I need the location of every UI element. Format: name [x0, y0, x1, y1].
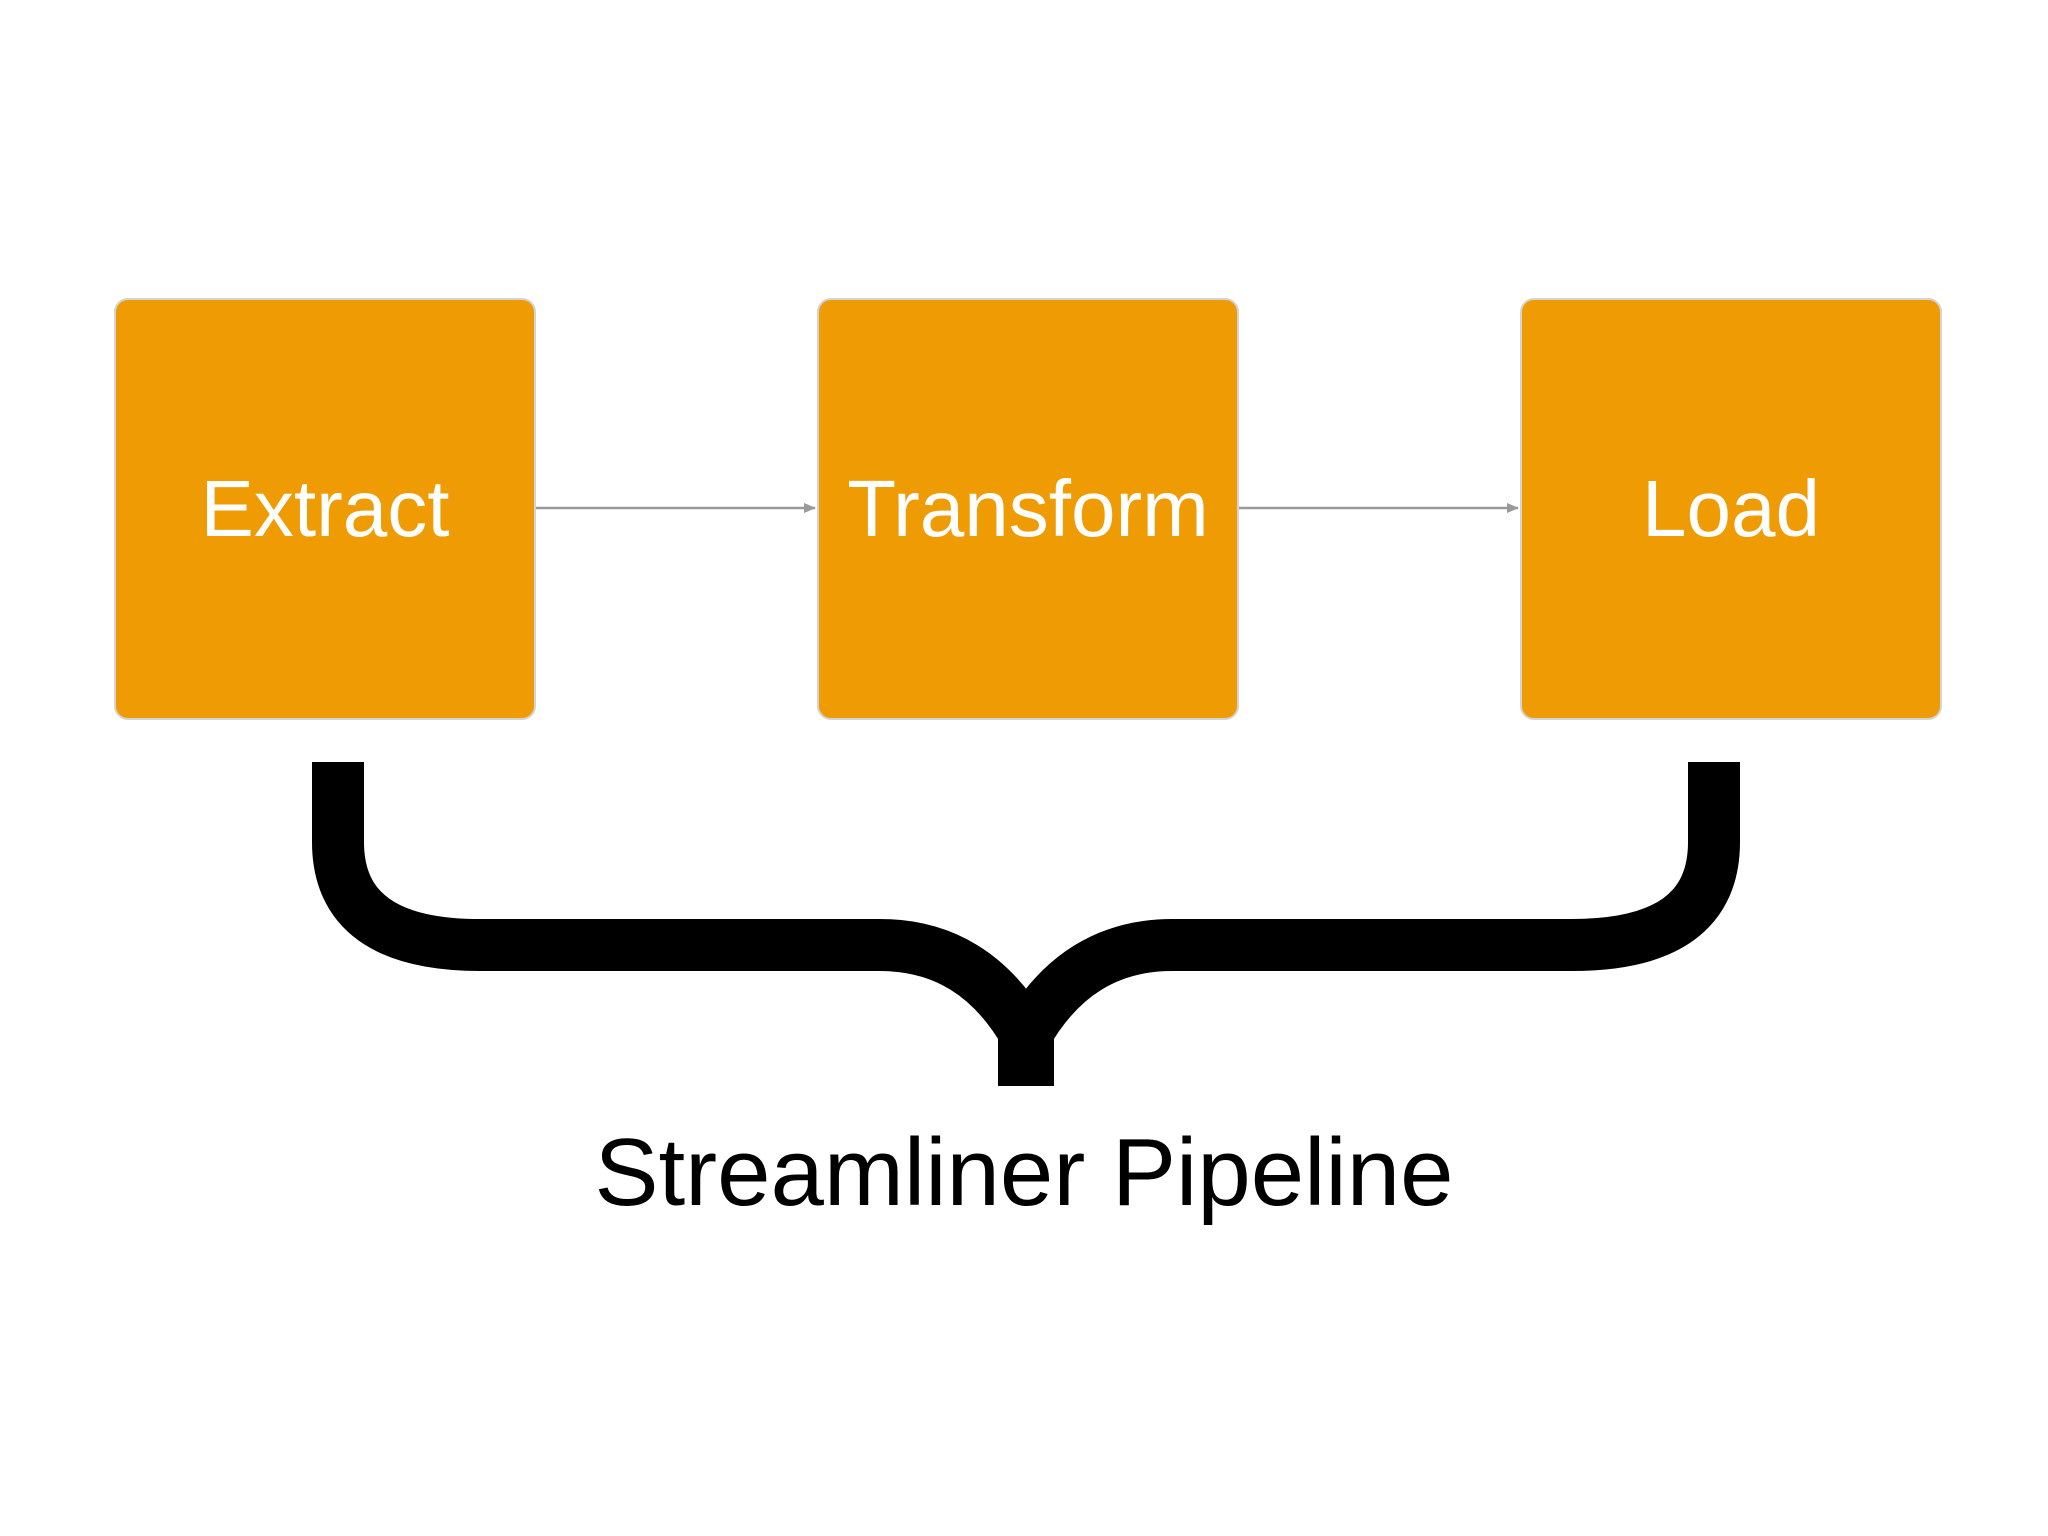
pipeline-caption: Streamliner Pipeline	[594, 1119, 1454, 1226]
load-node: Load	[1520, 298, 1942, 720]
load-label: Load	[1642, 464, 1820, 553]
transform-node: Transform	[817, 298, 1239, 720]
extract-node: Extract	[114, 298, 536, 720]
curly-brace-tip	[998, 1030, 1054, 1086]
transform-label: Transform	[847, 464, 1209, 553]
curly-brace-icon	[312, 762, 1740, 1061]
extract-label: Extract	[200, 464, 450, 553]
